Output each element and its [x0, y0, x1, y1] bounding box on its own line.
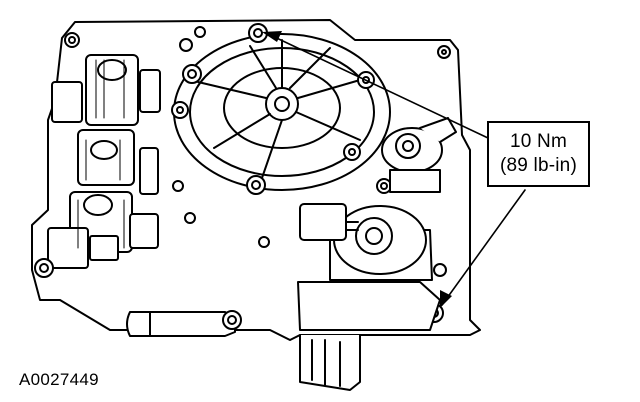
leader-line-upper	[265, 32, 489, 139]
cover-bolts	[171, 23, 375, 195]
torque-callout-box: 10 Nm (89 lb-in)	[487, 121, 590, 187]
lower-right-solenoid	[297, 203, 441, 331]
plate-bolts	[34, 32, 451, 330]
figure-id-label: A0027449	[19, 370, 99, 389]
torque-value-imperial: (89 lb-in)	[500, 155, 577, 176]
torque-value-metric: 10 Nm	[510, 131, 567, 152]
left-solenoids	[47, 54, 161, 269]
leader-line-lower	[441, 189, 526, 306]
torque-leaders	[265, 32, 526, 306]
upper-right-solenoid	[381, 117, 457, 193]
arrowhead-lower-icon	[440, 290, 452, 308]
arrowhead-upper-icon	[262, 31, 282, 42]
arrowheads	[262, 31, 452, 308]
